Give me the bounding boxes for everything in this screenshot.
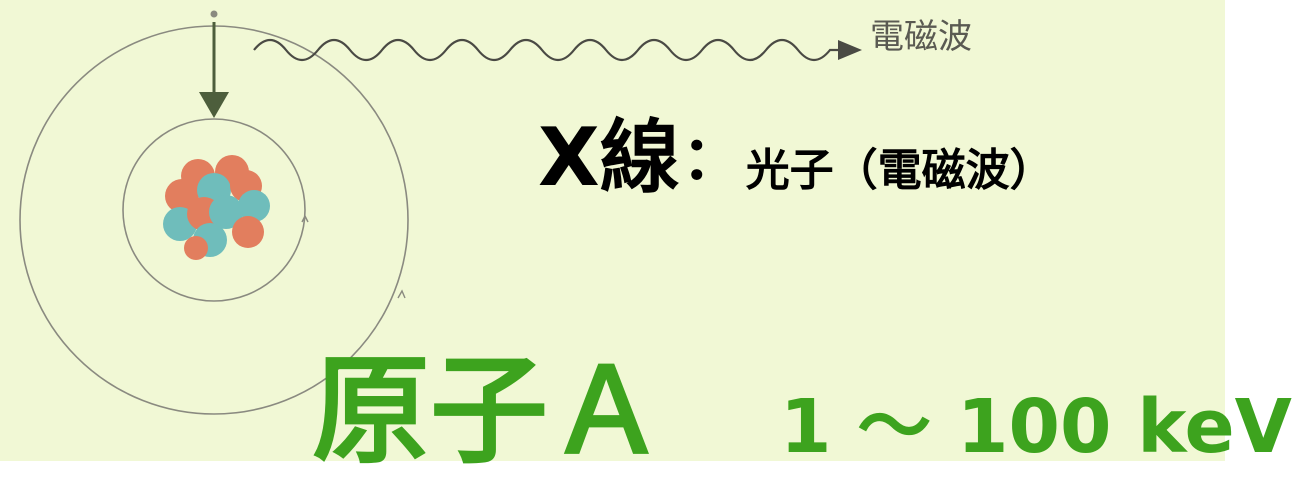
atom-diagram bbox=[0, 0, 1225, 461]
xray-description: 光子（電磁波） bbox=[745, 145, 1054, 196]
neutron bbox=[209, 195, 243, 229]
wave-arrowhead bbox=[838, 40, 862, 60]
xray-colon: ： bbox=[681, 124, 742, 194]
proton bbox=[232, 216, 264, 248]
wave-label: 電磁波 bbox=[870, 17, 972, 57]
slide-canvas: 電磁波 X線：光子（電磁波） 原子Ａ 1 〜 100 keV bbox=[0, 0, 1292, 470]
nucleus bbox=[163, 155, 270, 260]
atom-label: 原子Ａ bbox=[312, 342, 667, 480]
neutron bbox=[238, 190, 270, 222]
proton bbox=[184, 236, 208, 260]
inner-electron-orbit bbox=[122, 118, 306, 302]
xray-title: X線 bbox=[538, 111, 680, 204]
emission-wave-line bbox=[253, 38, 842, 62]
outer-orbit-marker bbox=[397, 289, 406, 299]
xray-heading: X線：光子（電磁波） bbox=[538, 118, 1054, 198]
electron-transition-arrow bbox=[199, 22, 229, 118]
electron-dot bbox=[210, 10, 218, 18]
inner-orbit-marker bbox=[301, 214, 309, 223]
energy-range: 1 〜 100 keV bbox=[780, 384, 1292, 470]
